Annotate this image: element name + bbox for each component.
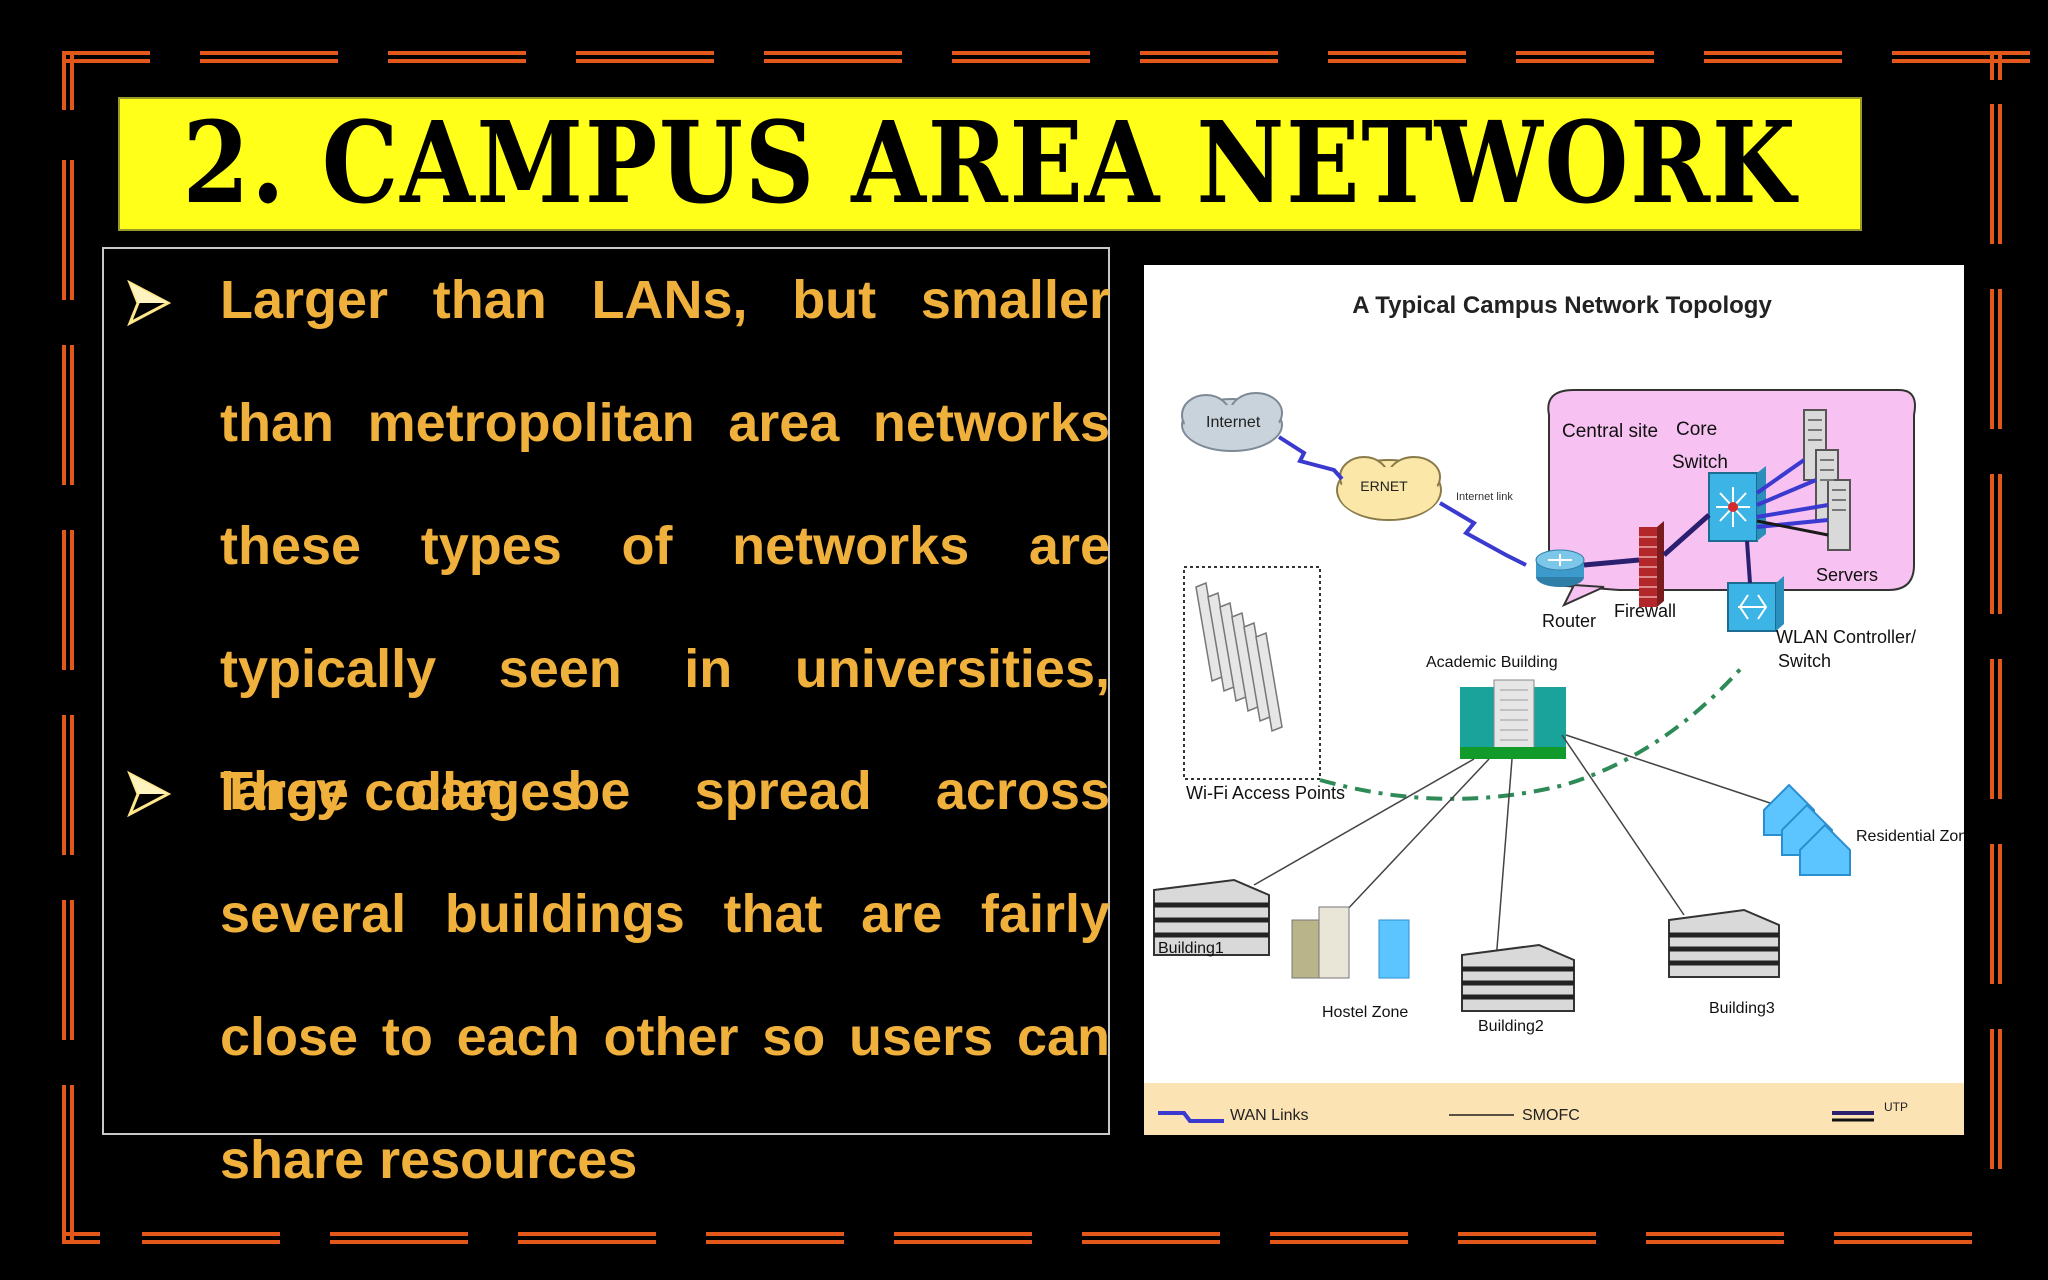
router-firewall-link: [1583, 557, 1640, 568]
legend-wan-icon: [1158, 1111, 1224, 1123]
title-banner: 2. Campus Area Network: [118, 97, 1862, 231]
academic-building-label: Academic Building: [1426, 654, 1558, 671]
firewall-label: Firewall: [1614, 601, 1676, 621]
internet-label: Internet: [1206, 414, 1261, 431]
wlan-controller-label: WLAN Controller/: [1776, 627, 1916, 647]
legend-wan-label: WAN Links: [1230, 1107, 1309, 1124]
legend-utp-label: UTP: [1884, 1100, 1908, 1114]
building3-icon: [1668, 908, 1780, 978]
router-label: Router: [1542, 611, 1596, 631]
wifi-access-points-box: [1183, 566, 1321, 780]
academic-building-icon: [1460, 679, 1566, 759]
hostel-zone-icon: [1291, 906, 1410, 979]
core-switch-label: Switch: [1672, 452, 1728, 473]
building1-icon: [1153, 878, 1270, 956]
core-wlan-link: [1745, 540, 1752, 584]
servers-icon: [1803, 409, 1851, 551]
hostel-zone-label: Hostel Zone: [1322, 1004, 1408, 1021]
legend-smofc-label: SMOFC: [1522, 1107, 1580, 1124]
ernet-label: ERNET: [1360, 478, 1408, 494]
residential-zone-icon: [1763, 783, 1851, 876]
internet-link-label: Internet link: [1456, 491, 1513, 503]
internet-cloud-icon: [1181, 392, 1283, 452]
building1-label: Building1: [1158, 940, 1224, 957]
core-server-utp: [1756, 519, 1829, 537]
firewall-core-link: [1662, 513, 1711, 557]
callout-pointer: [1561, 583, 1605, 608]
central-site-label: Central site: [1562, 421, 1658, 442]
router-icon: [1535, 549, 1585, 587]
bullet-text: They can be spread across several buildi…: [220, 761, 1110, 1190]
diagram-title: A Typical Campus Network Topology: [1352, 292, 1772, 319]
servers-label: Servers: [1816, 565, 1878, 585]
wan-link-internet-ernet: [1277, 435, 1344, 481]
wlan-controller-icon: [1727, 576, 1784, 632]
wlan-switch-label: Switch: [1778, 651, 1831, 671]
building2-label: Building2: [1478, 1018, 1544, 1035]
wifi-access-points-label: Wi-Fi Access Points: [1186, 783, 1345, 803]
arrow-bullet-icon: [127, 770, 172, 818]
legend-bar: [1144, 1083, 1964, 1135]
arrow-bullet-icon: [127, 279, 172, 327]
core-label: Core: [1676, 419, 1717, 440]
building2-icon: [1461, 943, 1575, 1012]
residential-zone-label: Residential Zone: [1856, 828, 1964, 845]
core-server-links: [1755, 458, 1829, 529]
wan-link-ernet-router: [1438, 501, 1527, 567]
building3-label: Building3: [1709, 1000, 1775, 1017]
smofc-links: [1253, 734, 1777, 962]
core-switch-icon: [1708, 466, 1766, 542]
slide-title: 2. Campus Area Network: [182, 98, 1798, 229]
wireless-link: [1319, 663, 1746, 801]
bullet-panel: Larger than LANs, but smaller than metro…: [102, 247, 1110, 1190]
wifi-access-points-icon: [1195, 581, 1283, 733]
firewall-icon: [1639, 521, 1664, 607]
ernet-cloud-icon: [1336, 456, 1442, 521]
bullet-text: Larger than LANs, but smaller than metro…: [220, 270, 1110, 822]
campus-network-diagram: A Typical Campus Network Topology Intern…: [1144, 265, 1964, 1135]
